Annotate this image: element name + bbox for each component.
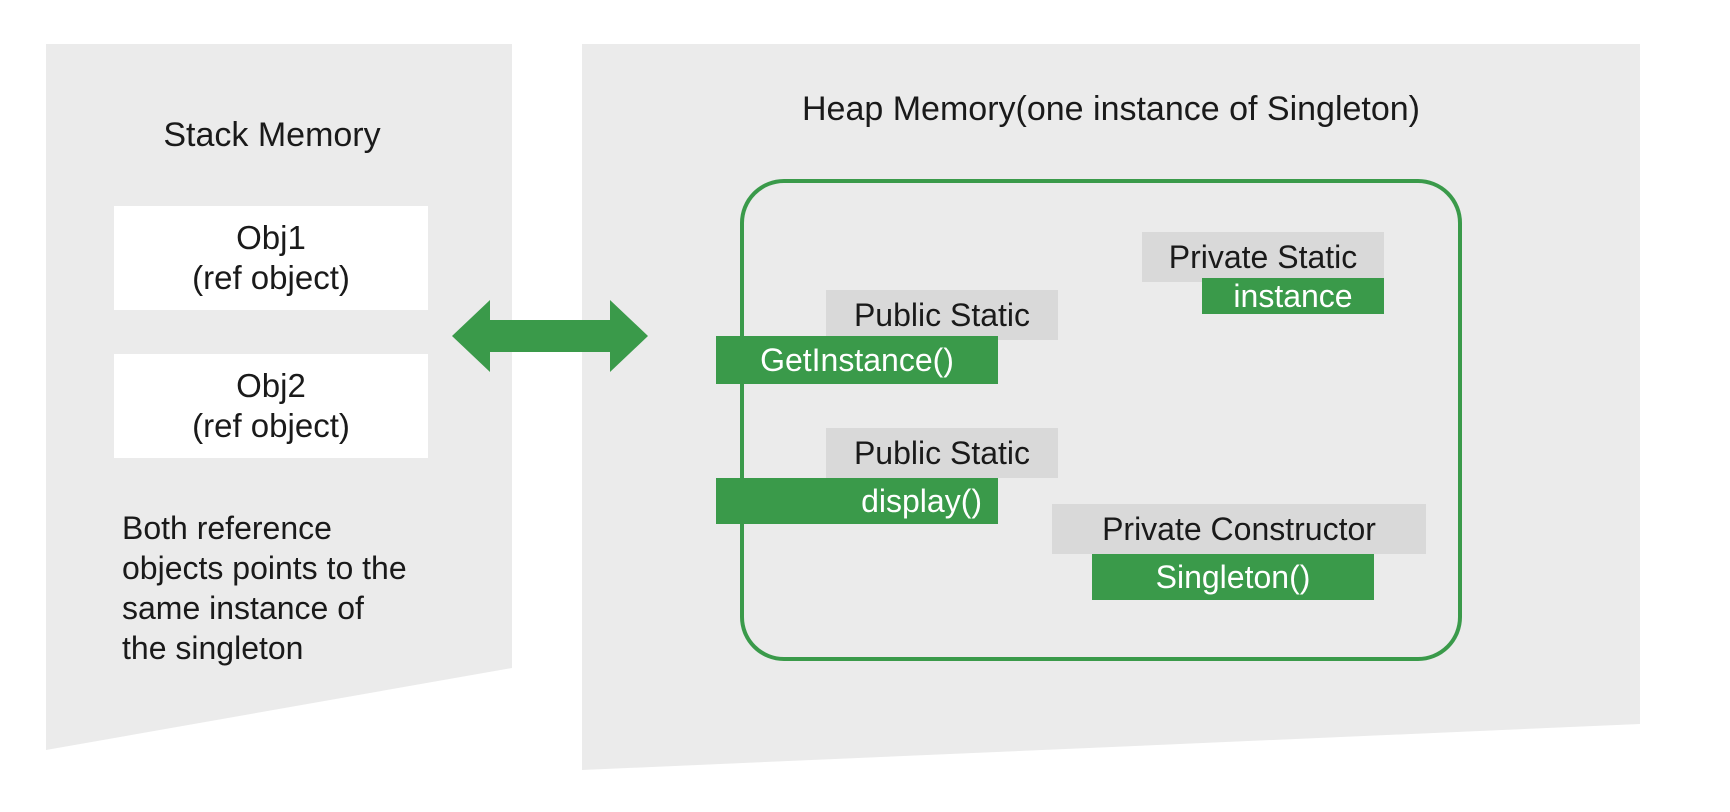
constructor-method: Singleton() [1092,554,1374,600]
get-instance-modifier: Public Static [826,290,1058,340]
stack-note-line: same instance of [122,590,364,626]
display-method: display() [716,478,998,524]
double-arrow-icon [452,300,648,372]
instance-field: instance [1202,278,1384,314]
stack-note-line: the singleton [122,630,304,666]
stack-object-2-sub: (ref object) [192,407,350,444]
get-instance-method: GetInstance() [716,336,998,384]
stack-object-1-name: Obj1 [236,219,306,256]
stack-object-1-sub: (ref object) [192,259,350,296]
heap-title: Heap Memory(one instance of Singleton) [802,90,1420,128]
display-modifier: Public Static [826,428,1058,478]
singleton-instance-box [740,179,1462,661]
stack-object-2-name: Obj2 [236,367,306,404]
constructor-modifier: Private Constructor [1052,504,1426,554]
stack-object-2: Obj2 (ref object) [114,354,428,458]
stack-object-1: Obj1 (ref object) [114,206,428,310]
heap-panel [582,44,1640,770]
stack-note-line: Both reference [122,510,332,546]
stack-note-line: objects points to the [122,550,407,586]
stack-title: Stack Memory [163,116,381,154]
instance-modifier: Private Static [1142,232,1384,282]
stack-note: Both reference objects points to the sam… [122,508,482,668]
